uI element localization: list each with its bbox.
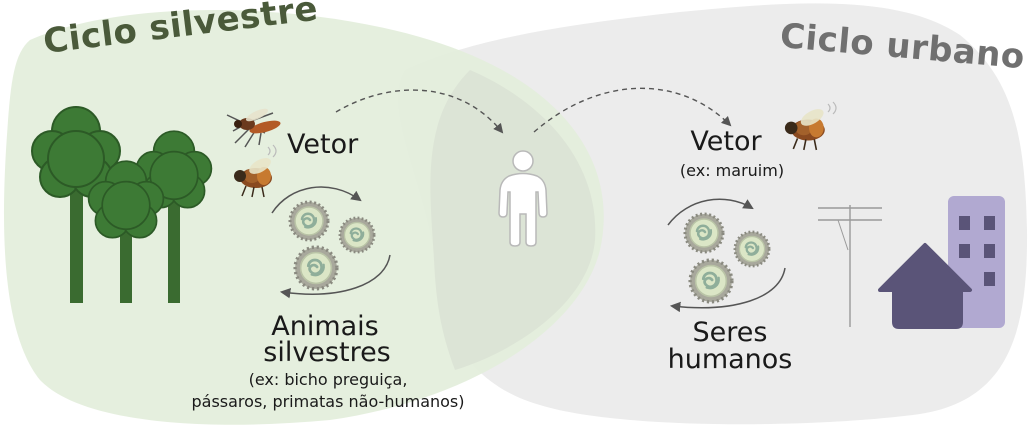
power-pole-icon: [818, 205, 882, 327]
sylvatic-host-label-line1: Animais: [271, 311, 379, 342]
dashed-arrow-icon: [335, 89, 504, 134]
sylvatic-host-label-line2: silvestres: [263, 337, 391, 368]
house-icon: [878, 243, 972, 329]
tree-icon: [31, 106, 121, 303]
cycle-arrow-icon: [279, 254, 391, 299]
urban-vector-example: (ex: maruim): [679, 161, 785, 180]
cycle-arrow-icon: [669, 267, 786, 313]
cycle-arrow-icon: [667, 198, 754, 226]
virus-icon: [288, 200, 330, 242]
person-icon: [498, 150, 548, 247]
sylvatic-vector-label: Vetor: [287, 129, 359, 160]
tree-icon: [87, 160, 165, 303]
urban-host-label-line1: Seres: [692, 317, 768, 348]
virus-icon: [688, 258, 734, 304]
dashed-arrow-icon: [533, 87, 732, 133]
virus-icon: [683, 212, 725, 254]
urban-host-label-line2: humanos: [667, 344, 793, 375]
virus-icon: [293, 245, 339, 291]
urban-vector-label: Vetor: [690, 126, 762, 157]
virus-icon: [338, 216, 376, 254]
mosquito-icon: [226, 108, 281, 148]
tree-icon: [135, 130, 213, 303]
sylvatic-host-example-line2: pássaros, primatas não-humanos): [191, 392, 465, 411]
sylvatic-host-example-line1: (ex: bicho preguiça,: [248, 370, 408, 389]
cycle-arrow-icon: [271, 186, 362, 214]
virus-icon: [733, 230, 771, 268]
